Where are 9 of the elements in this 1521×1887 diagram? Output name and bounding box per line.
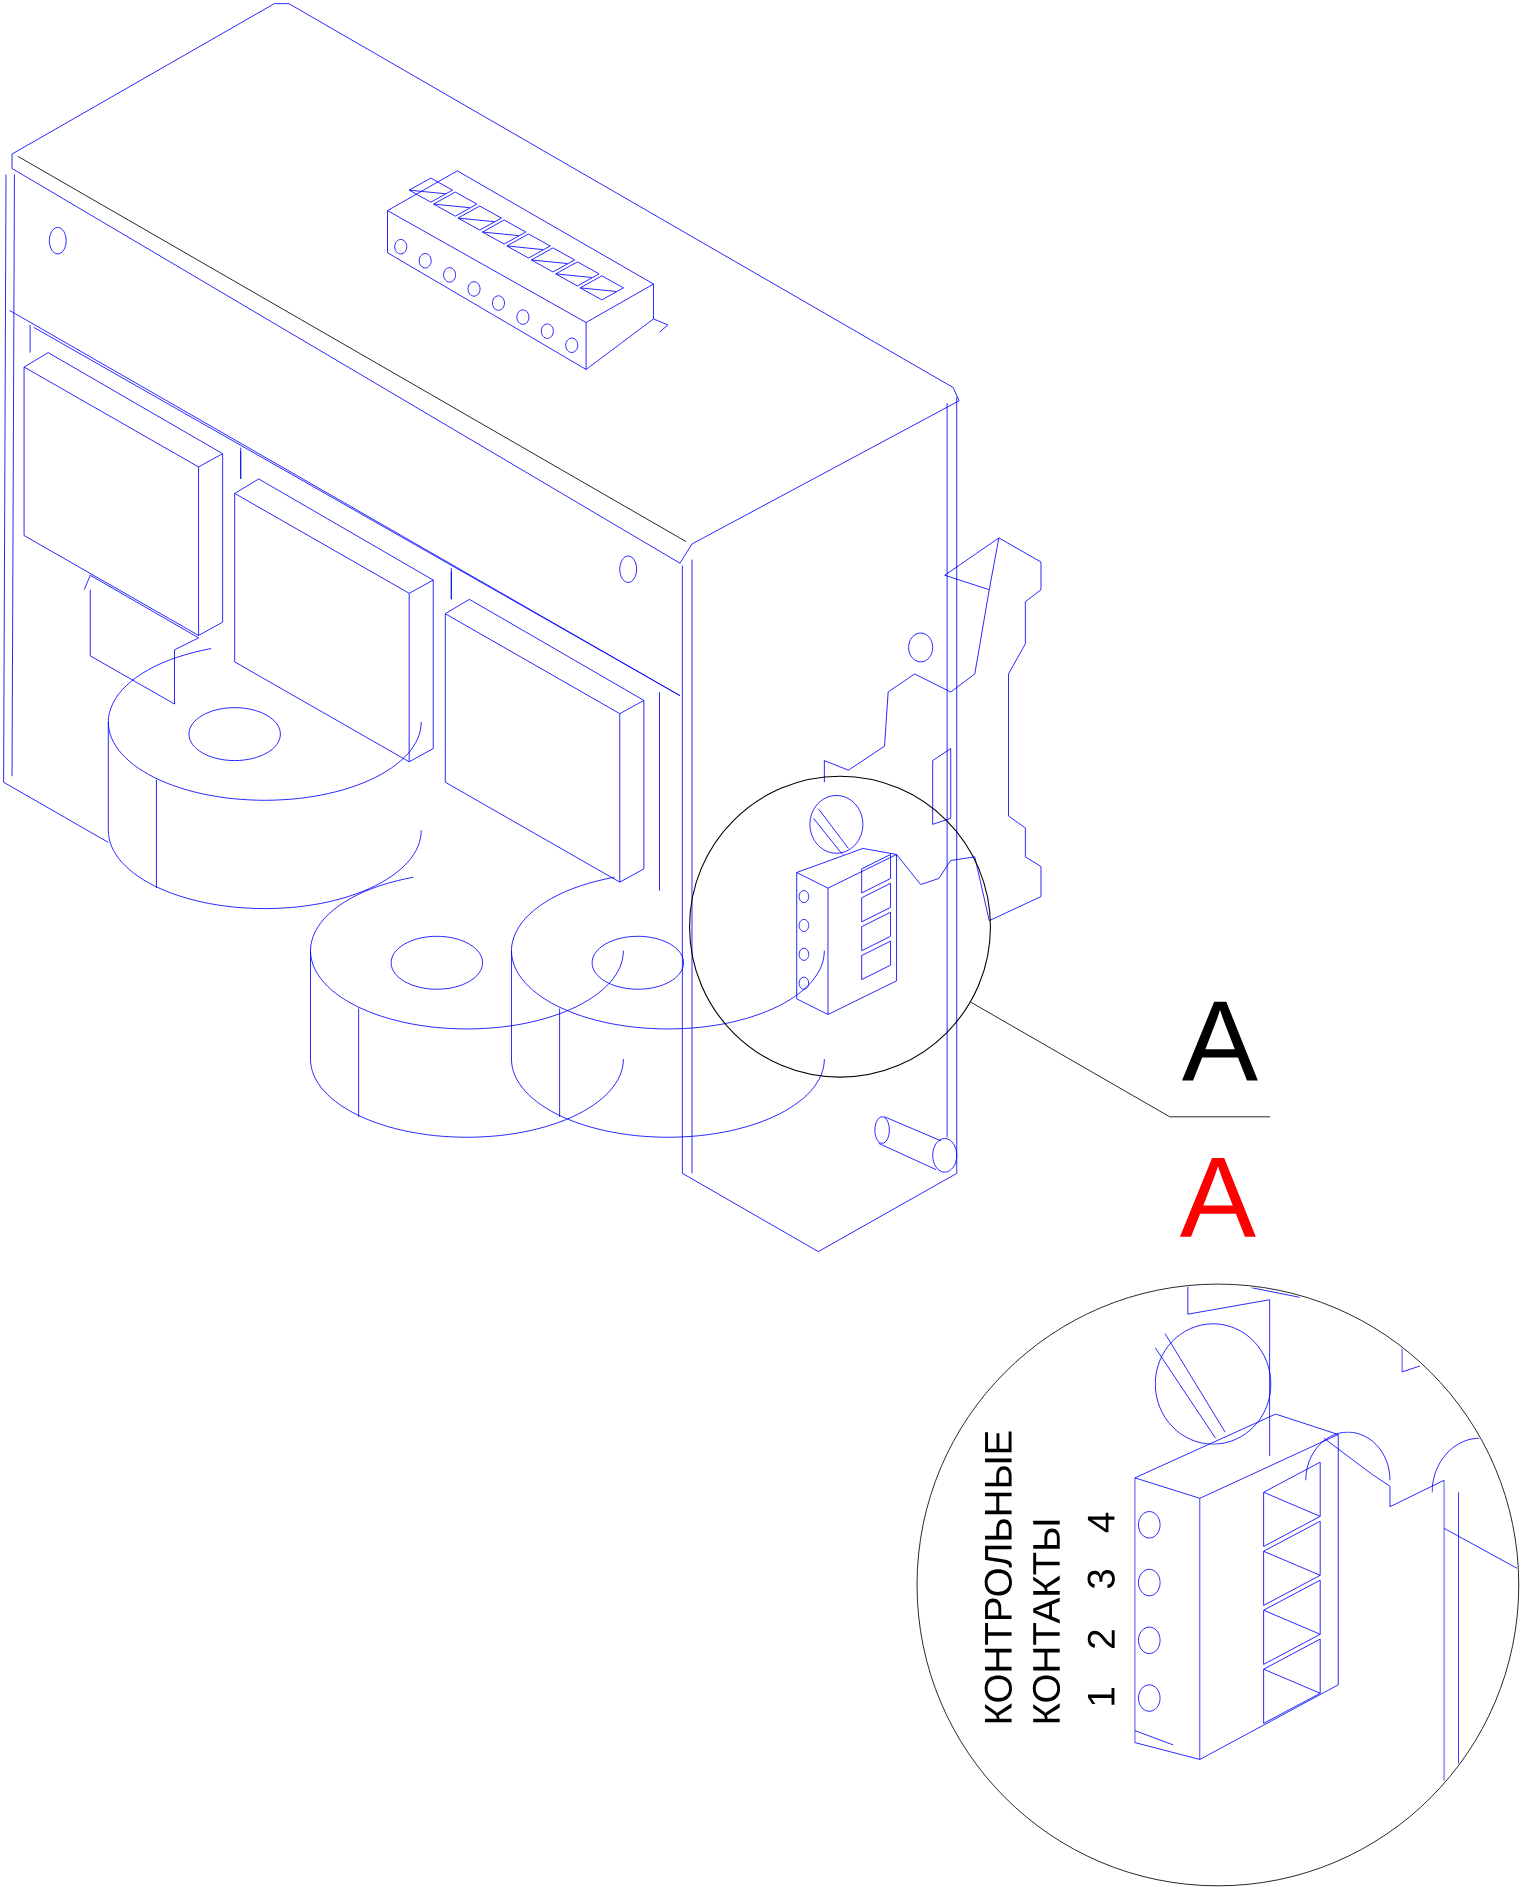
contacts-caption: КОНТРОЛЬНЫЕ КОНТАКТЫ (984, 1431, 1060, 1723)
leader-line (970, 1001, 1271, 1118)
detail-circle (688, 775, 991, 1078)
contact-number: 2 (1087, 1630, 1115, 1648)
contact-number: 4 (1087, 1512, 1115, 1533)
view-letter: А (1181, 1001, 1258, 1081)
contact-number: 3 (1087, 1569, 1115, 1589)
view-letter: А (1179, 1158, 1256, 1237)
contact-number: 1 (1087, 1688, 1115, 1705)
